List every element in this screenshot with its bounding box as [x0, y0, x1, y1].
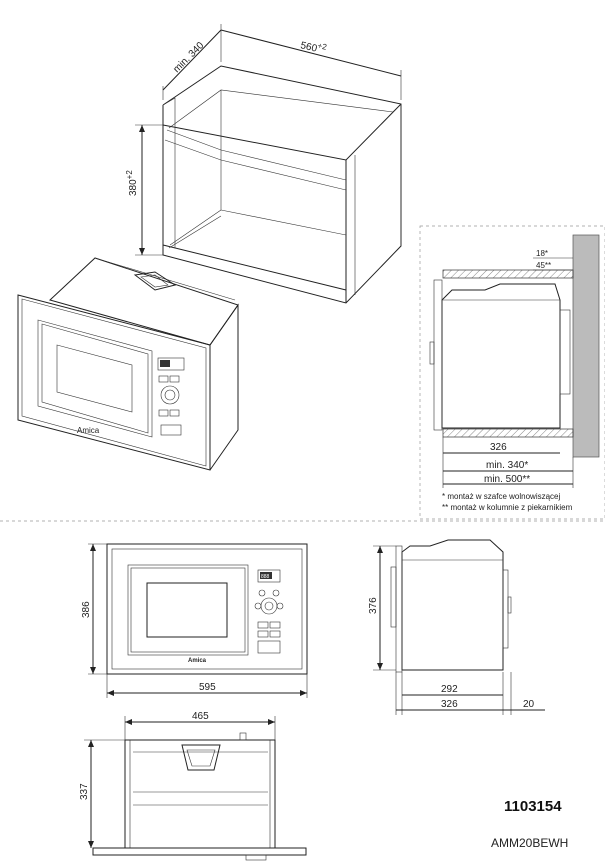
- dim-18: 18*: [536, 249, 548, 258]
- dim-560: 560+2: [299, 37, 328, 57]
- side-install-view: 18* 45** 326 min. 340* min. 500**: [419, 225, 605, 520]
- side-view: 376 292 326 20: [368, 539, 545, 715]
- dim-386: 386: [81, 601, 92, 618]
- dim-min340-install: min. 340*: [486, 460, 528, 471]
- front-display: 888: [261, 574, 270, 580]
- install-note-cabinet: * montaż w szafce wolnowiszącej: [442, 492, 561, 501]
- dim-45: 45**: [536, 261, 551, 270]
- dim-min500-install: min. 500**: [484, 474, 530, 485]
- dim-465: 465: [192, 711, 209, 722]
- dim-376: 376: [368, 597, 379, 614]
- dim-380: 380+2: [125, 170, 139, 196]
- dim-292: 292: [441, 684, 458, 695]
- front-view: 888 Amica 386 595: [81, 543, 308, 698]
- dim-337: 337: [79, 783, 90, 800]
- top-view: 465 337: [79, 711, 307, 861]
- iso-cabinet: min. 340 560+2 380+2: [125, 24, 402, 304]
- dim-326-install: 326: [490, 442, 507, 453]
- iso-microwave: Amica: [17, 257, 239, 471]
- dim-595: 595: [199, 682, 216, 693]
- product-code: 1103154: [504, 798, 562, 815]
- model-name: AMM20BEWH: [491, 836, 569, 850]
- dim-20: 20: [523, 699, 535, 710]
- brand-logo-iso: Amica: [77, 426, 100, 435]
- install-note-column: ** montaż w kolumnie z piekarnikiem: [442, 503, 573, 512]
- front-brand-logo: Amica: [188, 658, 207, 664]
- dim-min340: min. 340: [171, 40, 206, 75]
- dim-326-side: 326: [441, 699, 458, 710]
